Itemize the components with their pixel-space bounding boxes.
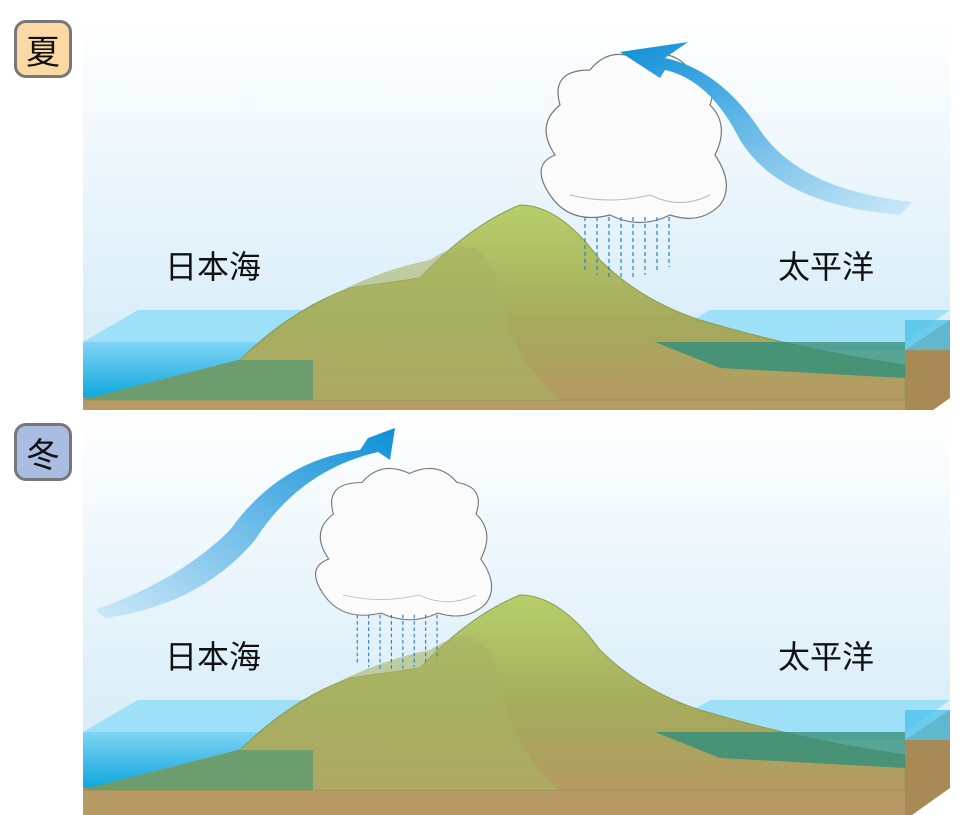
wind-arrow-icon (620, 42, 912, 215)
pacific-ocean-label: 太平洋 (778, 638, 875, 676)
winter-badge: 冬 (14, 423, 72, 481)
pacific-ocean-label: 太平洋 (778, 248, 875, 286)
winter-panel (82, 409, 951, 815)
sea-of-japan-label: 日本海 (165, 248, 262, 286)
summer-badge: 夏 (14, 20, 72, 78)
summer-panel (82, 19, 951, 431)
wind-arrow-icon (95, 428, 395, 618)
terrain (82, 19, 951, 431)
sea-of-japan-label: 日本海 (165, 638, 262, 676)
terrain (82, 409, 951, 815)
